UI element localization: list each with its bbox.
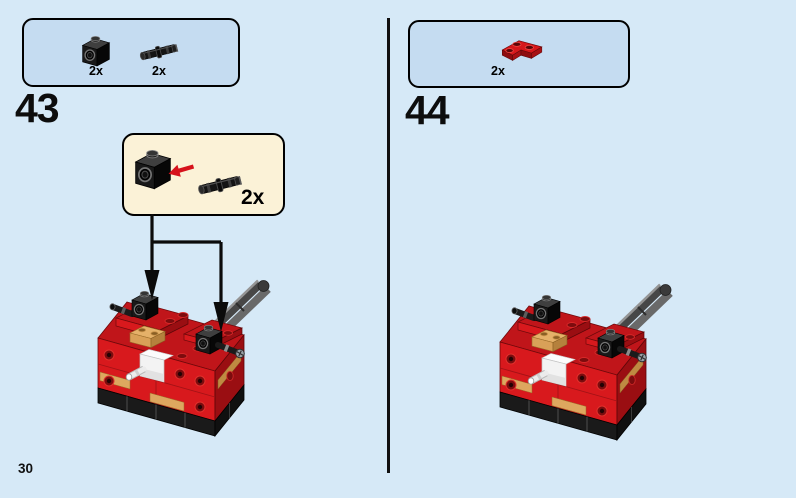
step-43-subassembly-callout: 2x — [122, 133, 285, 216]
panel-divider — [387, 18, 390, 473]
technic-pin-black-icon — [196, 172, 244, 198]
step-44-model-illustration — [494, 280, 680, 450]
part-count: 2x — [152, 64, 166, 78]
page-number: 30 — [18, 461, 34, 476]
step-44-panel: 2x 44 — [388, 0, 796, 498]
down-arrow-icon — [213, 302, 229, 332]
down-arrow-icon — [144, 270, 160, 300]
step-44-parts-box: 2x — [408, 20, 630, 88]
part-count: 2x — [491, 64, 505, 78]
plate-2x2-corner-red-icon — [501, 40, 543, 61]
technic-pin-black-icon — [138, 41, 180, 63]
step-43-number: 43 — [15, 85, 60, 131]
step-43-parts-box: 2x 2x — [22, 18, 240, 87]
part-count: 2x — [89, 64, 103, 78]
step-44-number: 44 — [405, 87, 450, 133]
callout-count: 2x — [241, 186, 265, 209]
insert-arrow-red-icon — [168, 164, 195, 177]
technic-brick-1x1-hole-black-icon — [81, 35, 111, 67]
step-43-panel: 2x 2x 43 2x — [0, 0, 388, 498]
placement-arrows — [144, 214, 229, 332]
